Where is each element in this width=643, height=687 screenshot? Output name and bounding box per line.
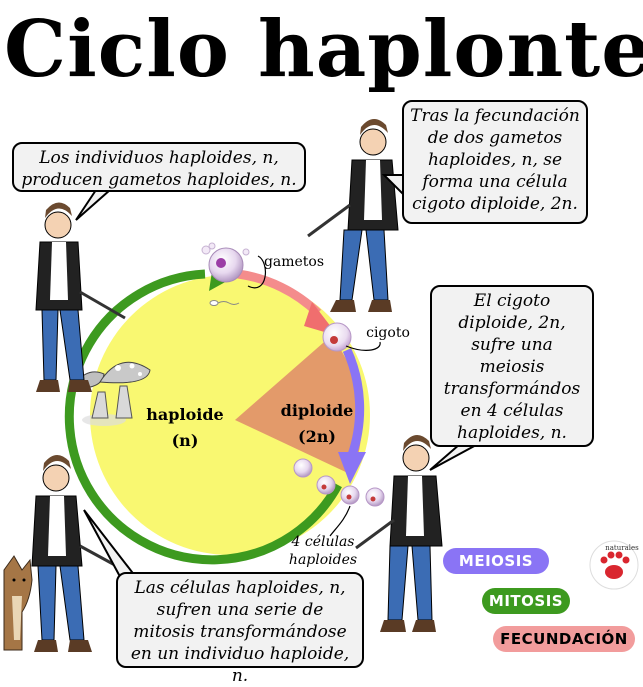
legend-meiosis: MEIOSIS <box>443 548 549 574</box>
bubble-tail-right <box>429 443 479 471</box>
haploid-label: haploide <box>146 405 223 424</box>
bubble-bottom: Las células haploides, n, sufren una ser… <box>116 572 364 686</box>
haploid-sub-label: (n) <box>172 431 199 450</box>
diploid-label: diploide <box>281 401 354 420</box>
meiosis-arrowhead <box>338 452 366 484</box>
gametes-label: gametos <box>264 254 324 270</box>
legend-fertilization: FECUNDACIÓN <box>493 626 635 652</box>
character-top-right <box>307 118 399 312</box>
bubble-top-right: Tras la fecundación de dos gametos haplo… <box>402 100 588 224</box>
page-title: Ciclo haplonte <box>4 4 643 95</box>
logo-text: naturales <box>605 544 639 552</box>
mushroom-icon <box>71 361 151 426</box>
naturales-logo: naturales <box>589 540 639 590</box>
diploid-sub-label: (2n) <box>298 427 336 446</box>
bubble-right: El cigoto diploide, 2n, sufre una meiosi… <box>430 285 594 447</box>
zygote-label: cigoto <box>366 325 410 341</box>
zygote-pointer <box>345 341 381 351</box>
cells-label-line2: haploides <box>289 552 357 568</box>
dog-icon <box>3 555 33 651</box>
bubble-top-left: Los individuos haploides, n, producen ga… <box>12 142 306 192</box>
zygote-icon <box>322 322 352 352</box>
meiosis-arc <box>342 348 365 457</box>
bubble-tail-top-left <box>75 189 113 221</box>
legend-mitosis: MITOSIS <box>482 588 570 614</box>
character-right <box>355 434 443 632</box>
mitosis-arc <box>64 269 342 565</box>
character-top-left <box>35 202 126 392</box>
diploid-region <box>235 336 362 475</box>
cells-pointer <box>329 505 351 537</box>
character-bottom-left <box>31 454 125 652</box>
gametes-icon <box>201 242 250 306</box>
haploid-region <box>90 275 370 555</box>
haploid-cells-icon <box>293 458 385 507</box>
cells-label-line1: 4 células <box>291 534 355 550</box>
gametes-pointer <box>247 255 266 289</box>
